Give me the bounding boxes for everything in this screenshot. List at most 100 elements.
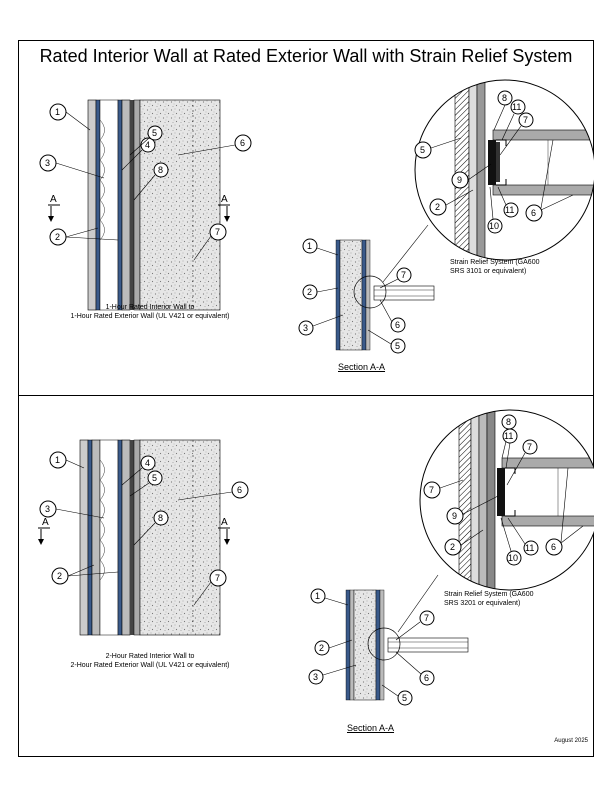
page-title: Rated Interior Wall at Rated Exterior Wa… xyxy=(39,46,573,66)
svg-text:3: 3 xyxy=(303,323,308,333)
panel-2-caption: 2-Hour Rated Interior Wall to 2-Hour Rat… xyxy=(30,652,270,670)
callout-2: 2 xyxy=(49,227,119,246)
drawing-sheet-border xyxy=(18,40,594,757)
svg-text:6: 6 xyxy=(395,320,400,330)
svg-text:6: 6 xyxy=(424,673,429,683)
section-callout-1: 1 xyxy=(302,238,339,256)
section-view-2 xyxy=(345,574,469,701)
svg-text:5: 5 xyxy=(152,473,157,483)
svg-text:A: A xyxy=(221,194,228,205)
panel-1-caption: 1-Hour Rated Interior Wall to 1-Hour Rat… xyxy=(40,303,260,321)
panel-1-caption-line2: 1-Hour Rated Exterior Wall (UL V421 or e… xyxy=(70,313,230,320)
detail-callout-10-p2: 10 xyxy=(500,517,522,566)
section-callout-5-p2: 5 xyxy=(381,684,413,706)
svg-text:5: 5 xyxy=(395,341,400,351)
panel-1-detail-note: Strain Relief System (GA600 SRS 3101 or … xyxy=(450,258,539,276)
svg-text:2: 2 xyxy=(55,232,60,242)
panel-2-drawing: A A 1 3 2 4 5 8 6 7 1 2 3 7 6 5 xyxy=(38,409,594,706)
callout-6-p2: 6 xyxy=(177,481,249,501)
section-marker-left-1: A xyxy=(48,194,60,222)
svg-text:3: 3 xyxy=(45,158,50,168)
svg-text:8: 8 xyxy=(502,93,507,103)
detail-callout-8: 8 xyxy=(493,90,513,131)
svg-text:2: 2 xyxy=(57,571,62,581)
svg-text:1: 1 xyxy=(55,107,60,117)
svg-text:2: 2 xyxy=(307,287,312,297)
section-callout-3-p2: 3 xyxy=(308,664,357,685)
callout-3: 3 xyxy=(39,154,105,179)
detail-callout-2-p2: 2 xyxy=(444,529,484,556)
svg-text:A: A xyxy=(50,194,57,205)
svg-text:7: 7 xyxy=(429,485,434,495)
svg-text:4: 4 xyxy=(145,458,150,468)
detail-callout-6-p2: 6 xyxy=(545,467,584,556)
svg-text:3: 3 xyxy=(313,672,318,682)
detail-callout-7-p2: 7 xyxy=(506,439,538,486)
svg-text:A: A xyxy=(42,517,49,528)
svg-text:8: 8 xyxy=(158,513,163,523)
detail-callout-10: 10 xyxy=(487,186,503,234)
section-callout-3: 3 xyxy=(298,314,344,336)
svg-text:9: 9 xyxy=(457,175,462,185)
callout-7: 7 xyxy=(193,223,227,261)
detail-callout-5: 5 xyxy=(414,137,462,159)
detail-callout-11-bottom: 11 xyxy=(497,186,519,218)
svg-text:11: 11 xyxy=(505,205,514,215)
svg-text:6: 6 xyxy=(531,208,536,218)
svg-text:6: 6 xyxy=(237,485,242,495)
svg-text:8: 8 xyxy=(506,417,511,427)
callout-6: 6 xyxy=(177,134,252,156)
svg-text:7: 7 xyxy=(215,573,220,583)
panel-2-section-label: Section A-A xyxy=(347,723,395,733)
callout-5: 5 xyxy=(129,125,163,156)
svg-text:1: 1 xyxy=(307,241,312,251)
detail-callout-11-bottom-p2: 11 xyxy=(507,517,539,556)
panel-1-note-line1: Strain Relief System (GA600 xyxy=(450,259,540,266)
callout-7-p2: 7 xyxy=(193,569,227,606)
section-callout-6-p2: 6 xyxy=(395,651,435,686)
svg-text:3: 3 xyxy=(45,504,50,514)
detail-callout-11-top: 11 xyxy=(501,99,526,141)
svg-text:5: 5 xyxy=(420,145,425,155)
callout-1-p2: 1 xyxy=(49,451,85,469)
panel-1-drawing: A A 1 3 2 4 5 8 6 7 1 2 3 7 6 5 xyxy=(39,79,594,354)
svg-text:6: 6 xyxy=(551,542,556,552)
panel-1-section-label: Section A-A xyxy=(338,362,386,372)
svg-text:10: 10 xyxy=(508,553,518,563)
callout-2-p2: 2 xyxy=(51,564,119,585)
svg-text:2: 2 xyxy=(435,202,440,212)
panel-2-caption-line2: 2-Hour Rated Exterior Wall (UL V421 or e… xyxy=(70,662,230,669)
detail-callout-9-p2: 9 xyxy=(446,495,499,525)
svg-text:5: 5 xyxy=(152,128,157,138)
panel-1-note-line2: SRS 3101 or equivalent) xyxy=(450,268,527,275)
detail-enlargement-1 xyxy=(414,79,594,261)
svg-text:2: 2 xyxy=(450,542,455,552)
panel-2-caption-line1: 2-Hour Rated Interior Wall to xyxy=(105,653,195,660)
section-callout-5: 5 xyxy=(367,329,406,354)
svg-text:10: 10 xyxy=(489,221,499,231)
detail-callout-7: 7 xyxy=(499,112,534,156)
panel-1-caption-line1: 1-Hour Rated Interior Wall to xyxy=(105,304,195,311)
svg-text:7: 7 xyxy=(527,442,532,452)
svg-text:2: 2 xyxy=(319,643,324,653)
panel-2-note-line1: Strain Relief System (GA600 xyxy=(444,591,534,598)
detail-callout-11-top-p2: 11 xyxy=(502,428,518,469)
callout-8-p2: 8 xyxy=(133,510,169,546)
revision-date: August 2025 xyxy=(554,738,588,744)
svg-text:7: 7 xyxy=(424,613,429,623)
callout-1: 1 xyxy=(49,103,91,131)
detail-callout-6: 6 xyxy=(525,139,574,222)
section-marker-right-1: A xyxy=(218,194,230,222)
wall-elevation-1 xyxy=(87,99,221,311)
panel-divider xyxy=(18,395,594,396)
section-callout-6: 6 xyxy=(379,299,406,333)
section-callout-2-p2: 2 xyxy=(314,639,353,656)
detail-callout-9: 9 xyxy=(451,163,492,189)
svg-text:5: 5 xyxy=(402,693,407,703)
wall-elevation-2 xyxy=(79,439,221,636)
section-callout-2: 2 xyxy=(302,284,339,300)
svg-text:11: 11 xyxy=(504,431,513,441)
svg-text:A: A xyxy=(221,517,228,528)
callout-4-p2: 4 xyxy=(121,455,156,486)
svg-text:6: 6 xyxy=(240,138,245,148)
